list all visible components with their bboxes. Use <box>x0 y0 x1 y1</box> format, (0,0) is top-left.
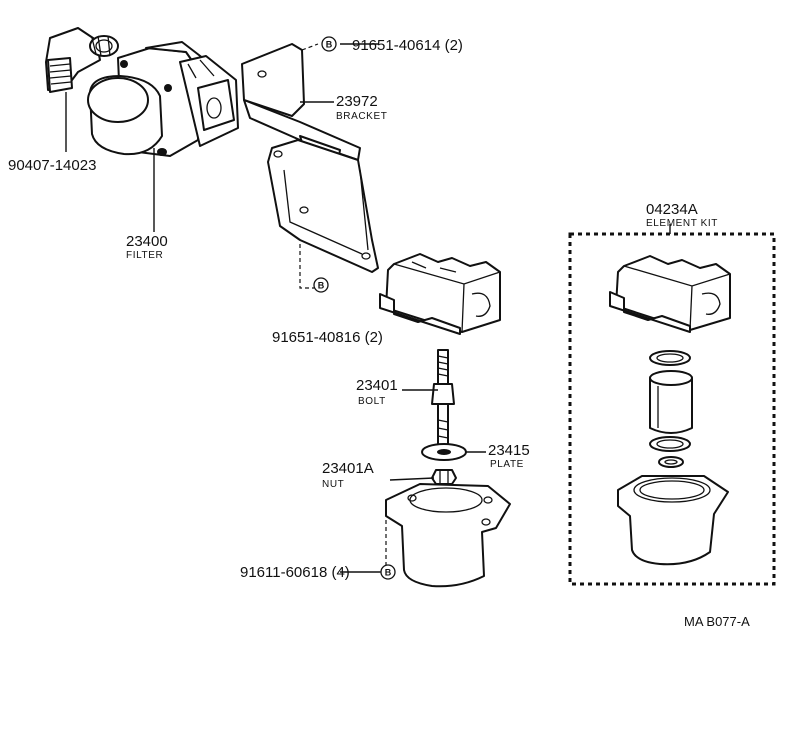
label-bolt-name: BOLT <box>358 396 386 407</box>
fuel-filter-body <box>87 41 239 157</box>
label-element-kit-name: ELEMENT KIT <box>646 218 718 229</box>
kit-washer <box>658 456 684 468</box>
label-filter-name: FILTER <box>126 250 163 261</box>
label-nut-name: NUT <box>322 479 344 490</box>
nut <box>431 469 457 485</box>
kit-filter-element <box>649 370 693 434</box>
label-bolt-number: 23401 <box>356 377 398 394</box>
kit-o-ring-mid <box>649 436 691 452</box>
badge-screw-top: B <box>321 36 337 52</box>
kit-bowl-gasket <box>617 475 729 566</box>
badge-bowl-screw: B <box>380 564 396 580</box>
leader-lines <box>65 43 671 573</box>
label-plate-number: 23415 <box>488 442 530 459</box>
label-screw-bottom-number: 91651-40816 (2) <box>272 329 383 346</box>
plate <box>421 443 467 461</box>
svg-text:B: B <box>326 40 333 50</box>
label-bracket-number: 23972 <box>336 93 378 110</box>
filter-head <box>379 253 501 335</box>
element-kit-frame <box>568 232 776 586</box>
svg-text:B: B <box>318 281 325 291</box>
kit-filter-head <box>609 255 731 333</box>
label-filter-number: 23400 <box>126 233 168 250</box>
bracket <box>241 43 379 273</box>
center-bolt <box>431 349 455 447</box>
label-screw-top-number: 91651-40614 (2) <box>352 37 463 54</box>
label-element-kit-number: 04234A <box>646 201 698 218</box>
filter-bowl <box>385 483 511 588</box>
badge-screw-bottom: B <box>313 277 329 293</box>
svg-text:B: B <box>385 568 392 578</box>
label-elbow-number: 90407-14023 <box>8 157 96 174</box>
label-bracket-name: BRACKET <box>336 111 387 122</box>
diagram-code: MA B077-A <box>684 614 750 629</box>
kit-o-ring-top <box>649 350 691 366</box>
label-bowl-screw-number: 91611-60618 (4) <box>240 564 350 581</box>
label-plate-name: PLATE <box>490 459 524 470</box>
label-nut-number: 23401A <box>322 460 374 477</box>
elbow-fitting <box>45 27 119 93</box>
